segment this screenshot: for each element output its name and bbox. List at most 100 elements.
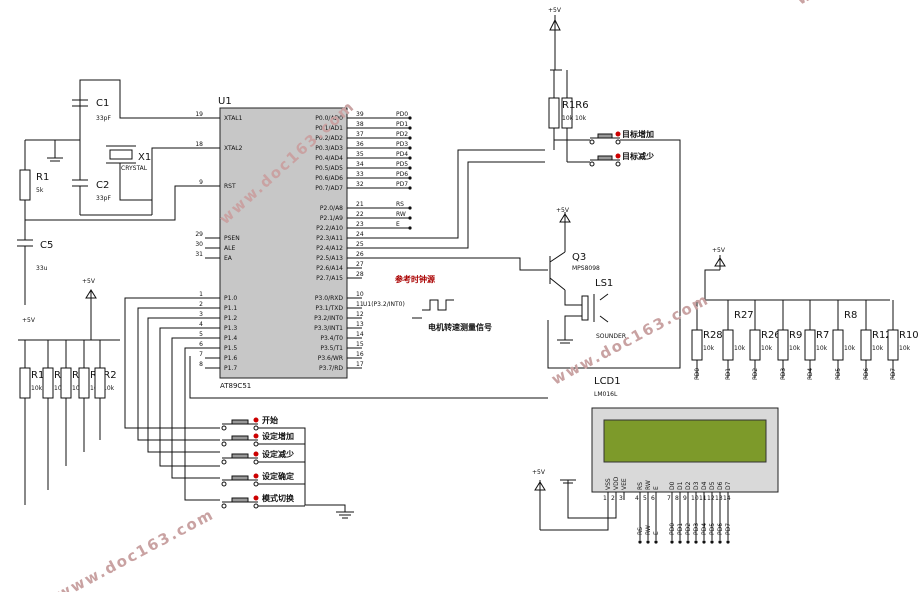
net-terminal bbox=[670, 540, 674, 544]
mcu-pin-name: XTAL2 bbox=[224, 145, 243, 152]
left-button-network: +5V R1510kR510kR410kR3R210k 10k 开始设定增加设定… bbox=[18, 278, 354, 519]
lcd-net-label: PD6 bbox=[717, 523, 724, 535]
resistor-value: 10k bbox=[899, 345, 911, 352]
switch-cap bbox=[597, 155, 613, 161]
mcu-pin-name: RST bbox=[224, 183, 236, 190]
lcd-net-label: PD4 bbox=[701, 523, 708, 535]
net-label: RW bbox=[396, 211, 406, 218]
lcd-power-label: +5V bbox=[532, 469, 546, 476]
switch-led-dot bbox=[253, 473, 259, 479]
resistor-body bbox=[832, 329, 844, 361]
button-label: 开始 bbox=[262, 415, 278, 425]
mcu-pin-number: 6 bbox=[199, 341, 203, 348]
resistor-value: 10k bbox=[789, 345, 801, 352]
q3-power-label: +5V bbox=[556, 207, 570, 214]
button-label: 目标减少 bbox=[622, 151, 654, 161]
resistor-value: 10k bbox=[54, 385, 66, 392]
top-power-label: +5V bbox=[548, 7, 562, 14]
mcu-pin-number: 13 bbox=[356, 321, 364, 328]
c5-ref: C5 bbox=[40, 240, 53, 251]
mcu-pin-name: P3.5/T1 bbox=[320, 345, 343, 352]
lcd-pin-labels: VSS1VDD2VEE3RS4RW5E6D07D18D29D310D411D51… bbox=[603, 476, 732, 544]
pullup-resistors: R2810kPD0R2710kPD1R2610kPD2R910kPD3R710k… bbox=[691, 300, 919, 380]
mcu-pin-number: 29 bbox=[195, 231, 203, 238]
resistor-ref: R27 bbox=[734, 310, 754, 321]
resistor-ref: R12 bbox=[872, 330, 892, 341]
resistor-ref: R26 bbox=[761, 330, 781, 341]
lcd-pin-name: D7 bbox=[725, 481, 732, 490]
lcd-pin-name: D0 bbox=[669, 481, 676, 490]
switch-cap bbox=[231, 453, 249, 459]
resistor-ref: R10 bbox=[899, 330, 919, 341]
mcu-pin-number: 33 bbox=[356, 171, 364, 178]
resistor-body bbox=[78, 367, 90, 399]
ref-clock-label: 参考时钟源 bbox=[394, 274, 435, 284]
lcd-net-label: RW bbox=[645, 525, 652, 535]
lcd-net-label: RS bbox=[637, 527, 644, 535]
mcu-pin-name: P0.0/AD0 bbox=[315, 115, 343, 122]
mcu-pin-name: P2.6/A14 bbox=[316, 265, 343, 272]
mcu-pin-name: P3.1/TXD bbox=[315, 305, 343, 312]
mcu-pin-number: 16 bbox=[356, 351, 364, 358]
resistor-value: 10k bbox=[816, 345, 828, 352]
mcu-pin-name: EA bbox=[224, 255, 233, 262]
button-label: 设定增加 bbox=[262, 431, 294, 441]
mcu-pin-name: P1.6 bbox=[224, 355, 237, 362]
button-switch[interactable]: 设定增加 bbox=[221, 431, 305, 447]
switch-cap bbox=[231, 497, 249, 503]
button-switch[interactable]: 目标减少 bbox=[589, 151, 654, 167]
mcu-pin-name: P0.2/AD2 bbox=[315, 135, 343, 142]
lcd-pin-number: 4 bbox=[635, 495, 639, 502]
mcu-pin-number: 24 bbox=[356, 231, 364, 238]
lcd-pin-number: 8 bbox=[675, 495, 679, 502]
mcu-u1: U1 AT89C51 19XTAL118XTAL29RST29PSEN30ALE… bbox=[195, 96, 412, 390]
button-switch[interactable]: 模式切换 bbox=[221, 493, 305, 509]
net-label: PD6 bbox=[396, 171, 408, 178]
mcu-pin-name: P3.0/RXD bbox=[315, 295, 343, 302]
net-label: PD7 bbox=[890, 368, 897, 380]
resistor-body bbox=[887, 329, 899, 361]
mcu-pin-number: 12 bbox=[356, 311, 364, 318]
mcu-pin-name: P3.7/RD bbox=[319, 365, 343, 372]
lcd-net-label: PD0 bbox=[669, 523, 676, 535]
resistor-body bbox=[777, 329, 789, 361]
lcd-pin-name: D2 bbox=[685, 481, 692, 490]
lcd-part: LM016L bbox=[594, 391, 618, 398]
net-terminal bbox=[638, 540, 642, 544]
mcu-pin-name: P3.6/WR bbox=[318, 355, 343, 362]
r1-ref: R1 bbox=[36, 172, 49, 183]
resistor-value: 10k bbox=[872, 345, 884, 352]
lcd-pin-name: D5 bbox=[709, 481, 716, 490]
c5-value: 33u bbox=[36, 265, 48, 272]
mcu-pin-number: 2 bbox=[199, 301, 203, 308]
q3-ref: Q3 bbox=[572, 252, 586, 263]
lcd-net-label: PD5 bbox=[709, 523, 716, 535]
net-terminal bbox=[726, 540, 730, 544]
mcu-pin-name: P0.6/AD6 bbox=[315, 175, 343, 182]
net-terminal bbox=[408, 226, 412, 230]
switch-contact bbox=[615, 139, 621, 145]
pullup-bank: +5V R2810kPD0R2710kPD1R2610kPD2R910kPD3R… bbox=[691, 247, 919, 380]
c2-value: 33pF bbox=[96, 195, 111, 202]
net-terminal bbox=[718, 540, 722, 544]
watermark-3: www.doc163.com bbox=[53, 505, 217, 592]
resistor-ref: R9 bbox=[789, 330, 802, 341]
resistor-value: 10k bbox=[734, 345, 746, 352]
button-switch[interactable]: 设定减少 bbox=[221, 449, 305, 465]
mcu-pin-name: P0.1/AD1 bbox=[315, 125, 343, 132]
button-switch[interactable]: 设定确定 bbox=[221, 471, 305, 487]
button-switch[interactable]: 目标增加 bbox=[589, 129, 654, 145]
mcu-pin-name: P1.5 bbox=[224, 345, 237, 352]
mcu-pin-number: 28 bbox=[356, 271, 364, 278]
net-label: PD0 bbox=[396, 111, 408, 118]
lcd-pin-number: 11 bbox=[699, 495, 707, 502]
net-terminal bbox=[678, 540, 682, 544]
switch-contact bbox=[253, 481, 259, 487]
watermark-4: www.doc163.com bbox=[793, 0, 920, 9]
pullup-power-label: +5V bbox=[712, 247, 726, 254]
ls1-ref: LS1 bbox=[595, 278, 613, 289]
mcu-pin-number: 27 bbox=[356, 261, 364, 268]
mcu-pin-name: P3.4/T0 bbox=[320, 335, 343, 342]
lcd-pin-number: 7 bbox=[667, 495, 671, 502]
